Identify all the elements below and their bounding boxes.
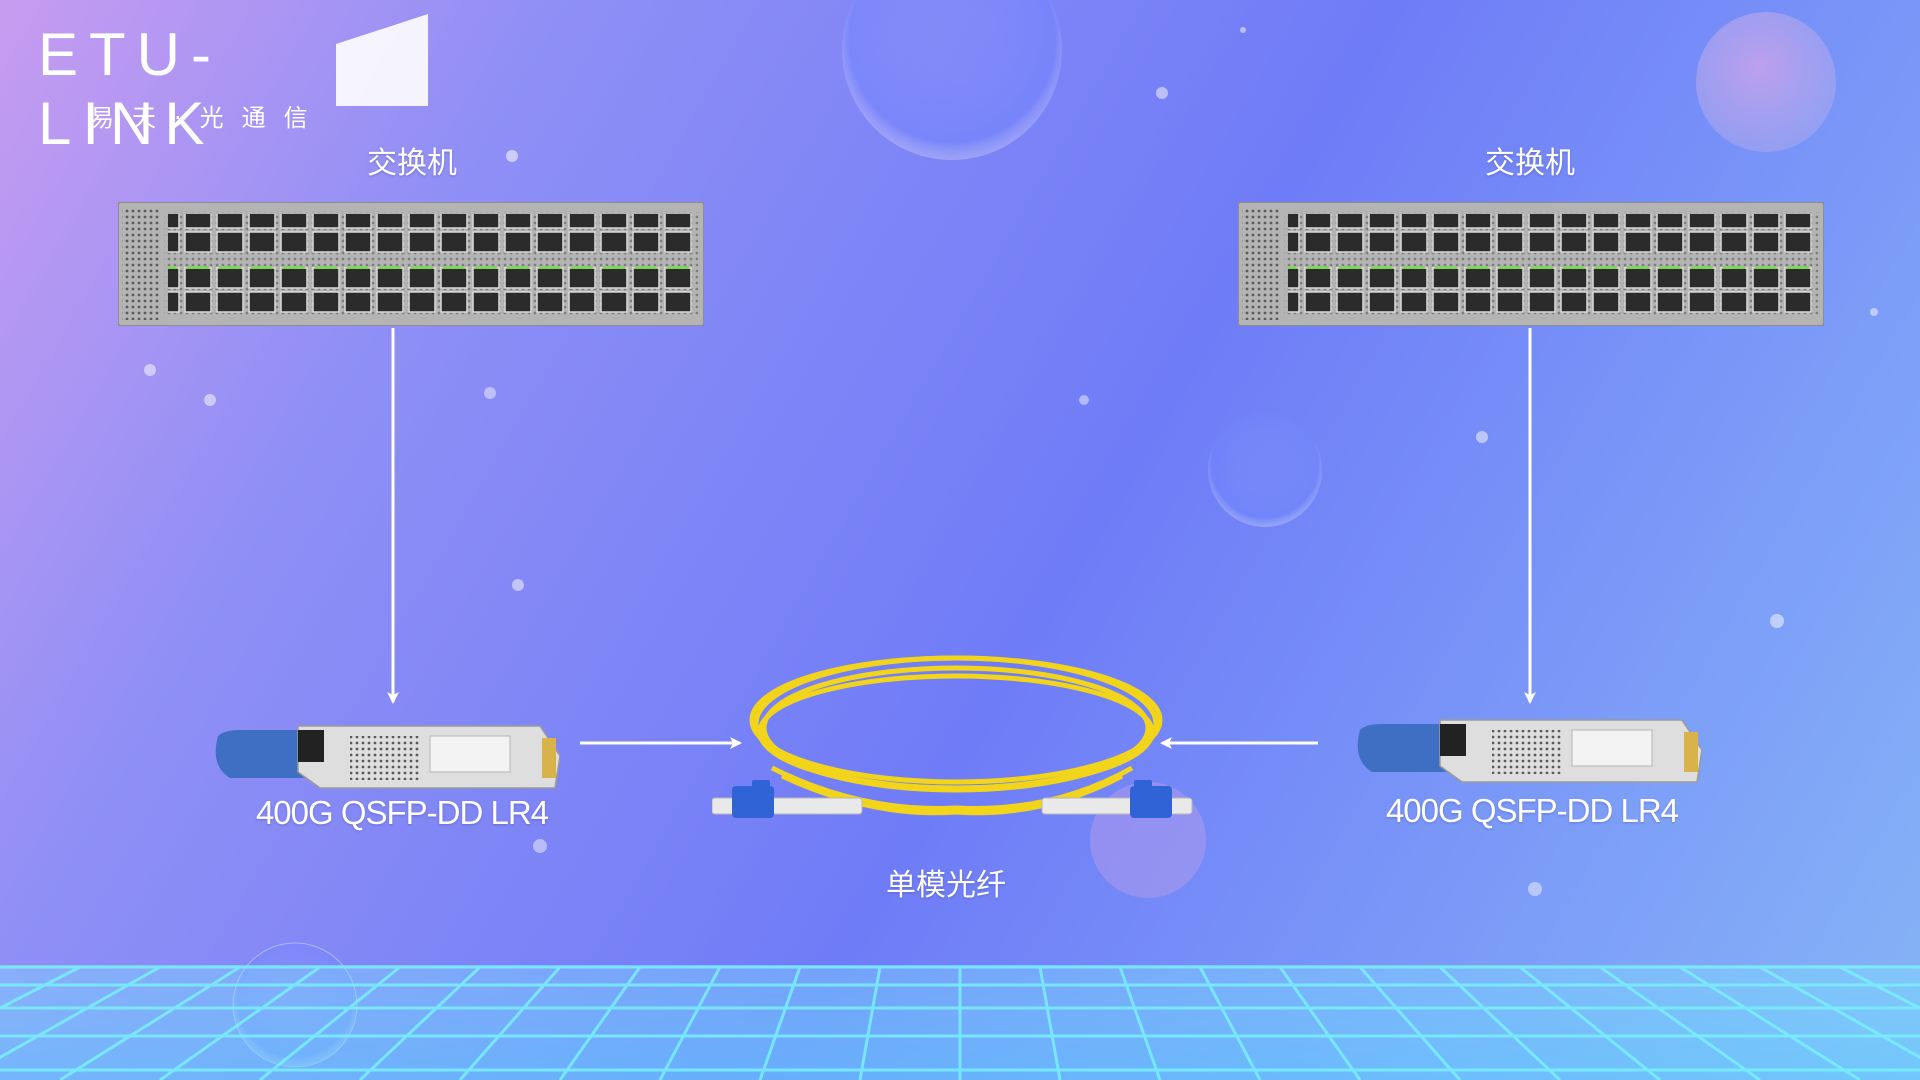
fiber-cable-icon — [712, 655, 1193, 818]
fiber-label: 单模光纤 — [886, 868, 1006, 903]
module-right-label: 400G QSFP-DD LR4 — [1385, 792, 1679, 829]
transceiver-left-icon — [215, 725, 560, 789]
logo-subtitle: 易天·光通信 — [90, 104, 326, 132]
switch-left-icon — [118, 202, 704, 326]
etu-link-logo: ETU-LINK 易天·光通信 — [38, 8, 428, 157]
switch-left-label: 交换机 — [367, 146, 457, 181]
lc-connector-right — [1041, 780, 1193, 818]
lc-connector-left — [712, 780, 863, 818]
logo-wordmark: ETU-LINK — [38, 21, 222, 157]
bubble-decoration — [1208, 413, 1322, 527]
switch-right-icon — [1238, 202, 1824, 326]
bubble-decoration — [232, 942, 358, 1068]
grid-floor — [0, 965, 1920, 1080]
module-left-label: 400G QSFP-DD LR4 — [255, 794, 549, 831]
bubble-decoration — [1696, 12, 1836, 152]
switch-right-label: 交换机 — [1485, 146, 1575, 181]
bubble-decoration — [842, 0, 1062, 160]
transceiver-right-icon — [1357, 719, 1702, 783]
logo-k-tile-icon — [336, 14, 428, 106]
